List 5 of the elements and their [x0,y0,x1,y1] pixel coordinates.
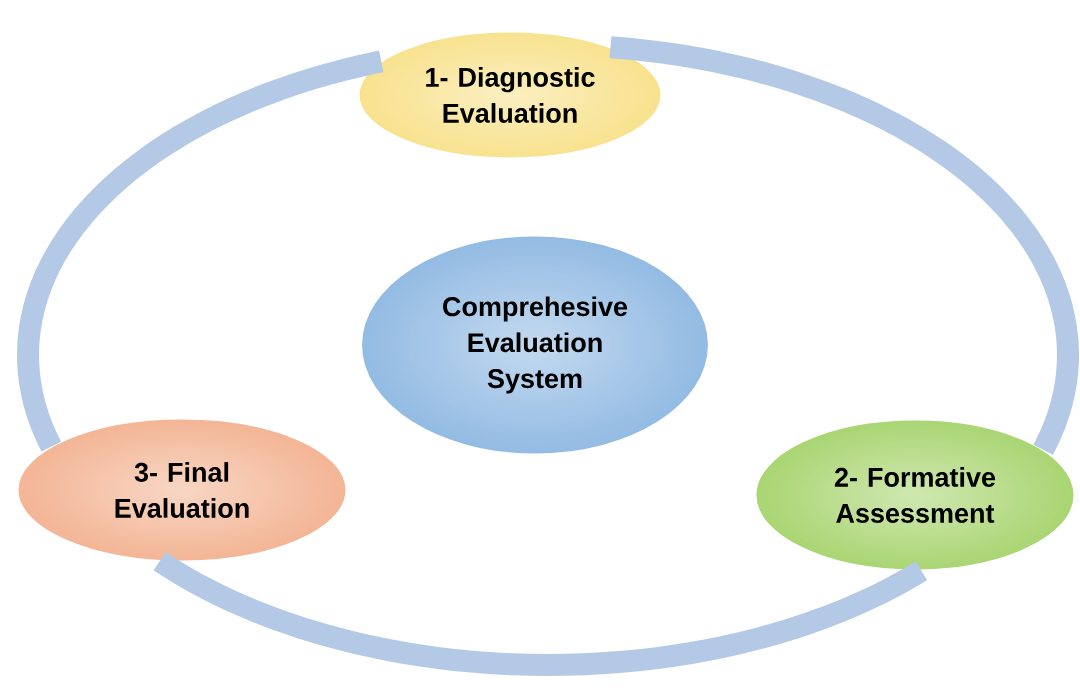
ellipse-node: Comprehesive Evaluation System [359,233,711,457]
ring-arc [609,36,1079,457]
ellipse-node: 1- Diagnostic Evaluation [356,29,664,161]
ellipse-node: 2- Formative Assessment [753,417,1077,573]
ellipse-node: 3- Final Evaluation [15,416,349,564]
